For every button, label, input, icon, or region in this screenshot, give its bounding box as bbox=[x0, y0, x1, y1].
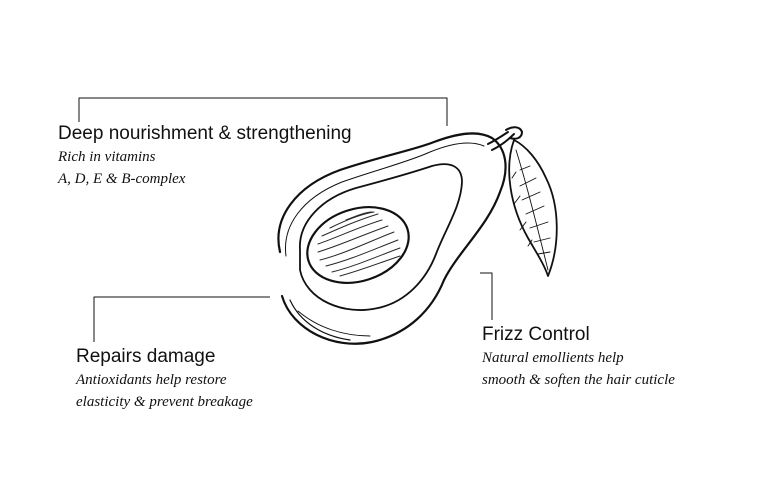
feature-title: Repairs damage bbox=[76, 346, 216, 367]
callout-lines bbox=[78, 97, 493, 342]
feature-description-line: Natural emollients help bbox=[482, 350, 624, 366]
callout-line-nourishment bbox=[78, 97, 448, 126]
avocado-stem bbox=[487, 126, 523, 151]
feature-repairs: Repairs damage Antioxidants help restore… bbox=[76, 345, 253, 413]
feature-description-line: Rich in vitamins bbox=[58, 149, 156, 165]
feature-title: Deep nourishment & strengthening bbox=[58, 123, 352, 144]
feature-nourishment: Deep nourishment & strengthening Rich in… bbox=[58, 122, 352, 190]
avocado-skin bbox=[277, 132, 507, 345]
callout-line-repairs bbox=[93, 296, 270, 342]
callout-line-frizz bbox=[480, 272, 493, 320]
avocado-seed bbox=[306, 206, 410, 284]
feature-title: Frizz Control bbox=[482, 324, 590, 345]
avocado-leaf bbox=[508, 139, 558, 277]
feature-description-line: A, D, E & B-complex bbox=[58, 171, 186, 187]
feature-frizz-control: Frizz Control Natural emollients help sm… bbox=[482, 323, 675, 391]
avocado-flesh bbox=[299, 163, 463, 311]
feature-description-line: Antioxidants help restore bbox=[76, 372, 227, 388]
feature-description-line: smooth & soften the hair cuticle bbox=[482, 372, 675, 388]
feature-description-line: elasticity & prevent breakage bbox=[76, 394, 253, 410]
